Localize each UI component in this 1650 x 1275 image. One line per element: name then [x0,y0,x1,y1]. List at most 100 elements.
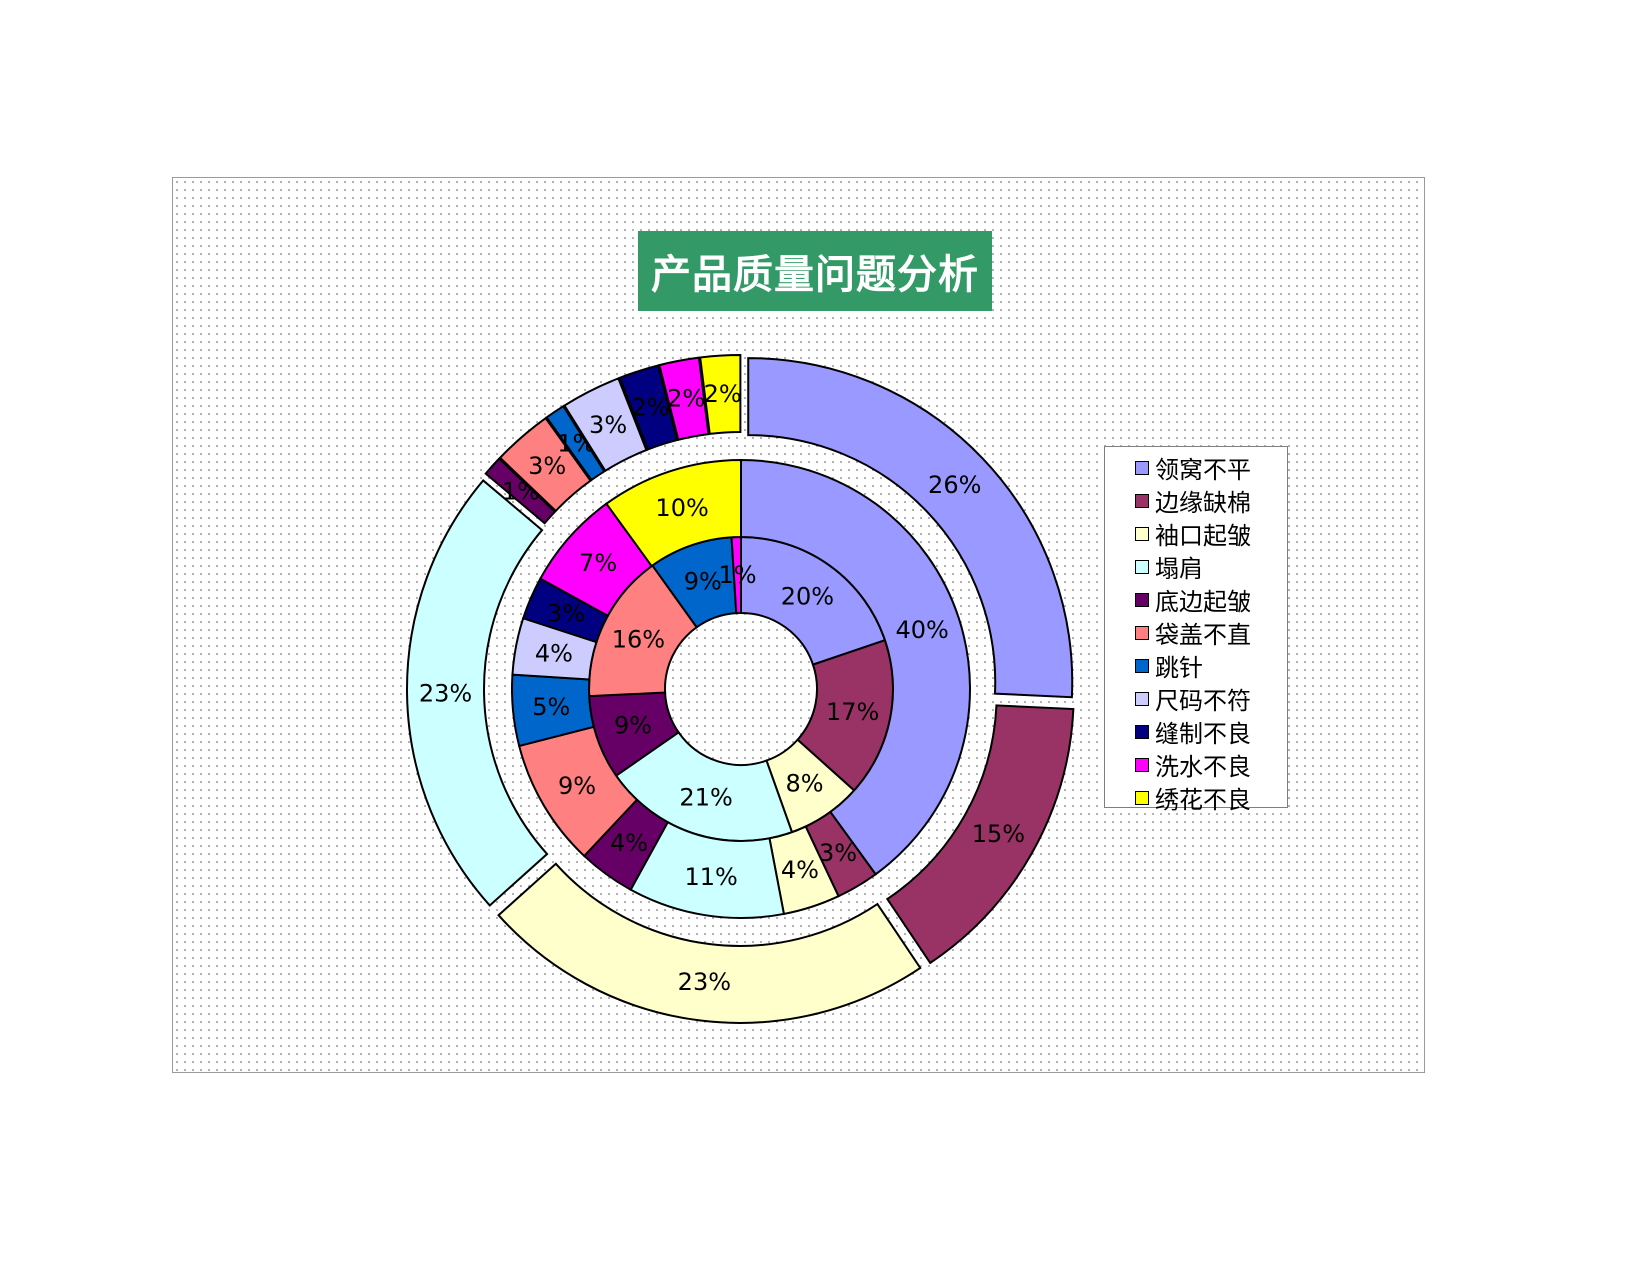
donut-slice-group: 4% [582,798,670,892]
donut-slice-group: 3% [804,810,877,898]
legend-label: 袖口起皱 [1155,522,1251,550]
legend-item: 边缘缺棉 [1105,484,1287,517]
legend-swatch [1135,592,1149,607]
slice-data-label: 2% [632,394,670,422]
donut-slice [740,458,971,876]
slice-data-label: 3% [589,411,627,439]
slice-data-label: 16% [612,625,665,653]
legend-label: 尺码不符 [1155,687,1251,715]
donut-slice [885,704,1075,965]
slice-data-label: 9% [684,568,722,596]
slice-data-label: 2% [667,385,705,413]
slice-data-label: 4% [610,829,648,857]
donut-slice [747,357,1074,699]
slice-data-label: 26% [928,471,981,499]
slice-data-label: 4% [781,856,819,884]
legend-label: 底边起皱 [1155,588,1251,616]
legend-swatch [1135,493,1149,508]
donut-slice-group: 20% [740,535,887,666]
donut-slice-group: 2% [699,354,742,436]
donut-slice [605,458,742,568]
legend: 领窝不平 边缘缺棉 袖口起皱 塌肩 底边起皱 袋盖不直 跳针 尺码不符 缝制不良… [1104,446,1288,814]
legend-swatch [1135,691,1149,706]
donut-slice [699,354,742,436]
donut-slice-group: 3% [521,577,610,644]
legend-item: 袋盖不直 [1105,616,1287,649]
donut-slice-group: 2% [658,356,710,441]
donut-slice-group: 40% [740,458,971,876]
legend-label: 绣花不良 [1155,786,1251,814]
donut-slice [484,457,557,525]
legend-label: 洗水不良 [1155,753,1251,781]
legend-item: 洗水不良 [1105,748,1287,781]
donut-slice-group: 1% [718,535,757,615]
slice-data-label: 11% [685,863,738,891]
donut-slice [658,356,710,441]
legend-swatch [1135,559,1149,574]
legend-label: 塌肩 [1155,555,1203,583]
slice-data-label: 3% [819,839,857,867]
slice-data-label: 10% [655,494,708,522]
donut-slice [406,479,549,907]
legend-swatch [1135,790,1149,805]
slice-data-label: 9% [614,712,652,740]
legend-swatch [1135,460,1149,475]
slice-data-label: 3% [528,452,566,480]
chart-title: 产品质量问题分析 [638,231,992,311]
donut-slice-group: 3% [498,416,592,513]
donut-slice-group: 2% [618,364,679,451]
legend-label: 袋盖不直 [1155,621,1251,649]
donut-slice-group: 16% [588,564,699,698]
legend-swatch [1135,526,1149,541]
legend-item: 尺码不符 [1105,682,1287,715]
donut-slice [498,416,592,513]
legend-item: 绣花不良 [1105,781,1287,814]
donut-slice-group: 7% [538,502,654,618]
slice-data-label: 21% [679,784,732,812]
legend-swatch [1135,625,1149,640]
donut-slice [563,377,648,473]
slice-data-label: 1% [718,561,756,589]
donut-slice [618,364,679,451]
donut-slice-group: 9% [517,725,639,858]
slice-data-label: 23% [678,968,731,996]
legend-label: 跳针 [1155,654,1203,682]
legend-label: 边缘缺棉 [1155,489,1251,517]
legend-label: 缝制不良 [1155,720,1251,748]
donut-slice-group: 5% [511,673,595,748]
donut-slice-group: 15% [885,704,1075,965]
donut-slice-group: 23% [497,862,922,1024]
donut-slice-group: 26% [747,357,1074,699]
slice-data-label: 5% [532,693,570,721]
legend-item: 塌肩 [1105,550,1287,583]
slice-data-label: 9% [558,772,596,800]
legend-label: 领窝不平 [1155,456,1251,484]
donut-chart: 20%17%8%21%9%16%9%1%40%3%4%11%4%9%5%4%3%… [406,354,1075,1024]
donut-slice-group: 10% [605,458,742,568]
slice-data-label: 2% [704,380,742,408]
legend-item: 领窝不平 [1105,451,1287,484]
slice-data-label: 40% [896,616,949,644]
donut-slice-group: 21% [614,730,794,842]
legend-swatch [1135,658,1149,673]
slice-data-label: 23% [419,680,472,708]
donut-slice [545,404,606,482]
slice-data-label: 7% [579,549,617,577]
slice-data-label: 3% [547,599,585,627]
legend-swatch [1135,724,1149,739]
slice-data-label: 17% [826,698,879,726]
chart-area: 产品质量问题分析 20%17%8%21%9%16%9%1%40%3%4%11%4… [172,177,1425,1073]
slice-data-label: 8% [785,770,823,798]
donut-slice-group: 1% [545,404,606,482]
slice-data-label: 15% [972,820,1025,848]
donut-slice-group: 23% [406,479,549,907]
legend-item: 跳针 [1105,649,1287,682]
slice-data-label: 20% [781,582,834,610]
slice-data-label: 4% [535,639,573,667]
legend-item: 底边起皱 [1105,583,1287,616]
legend-swatch [1135,757,1149,772]
legend-item: 缝制不良 [1105,715,1287,748]
donut-slice [497,862,922,1024]
donut-slice-group: 3% [563,377,648,473]
legend-item: 袖口起皱 [1105,517,1287,550]
